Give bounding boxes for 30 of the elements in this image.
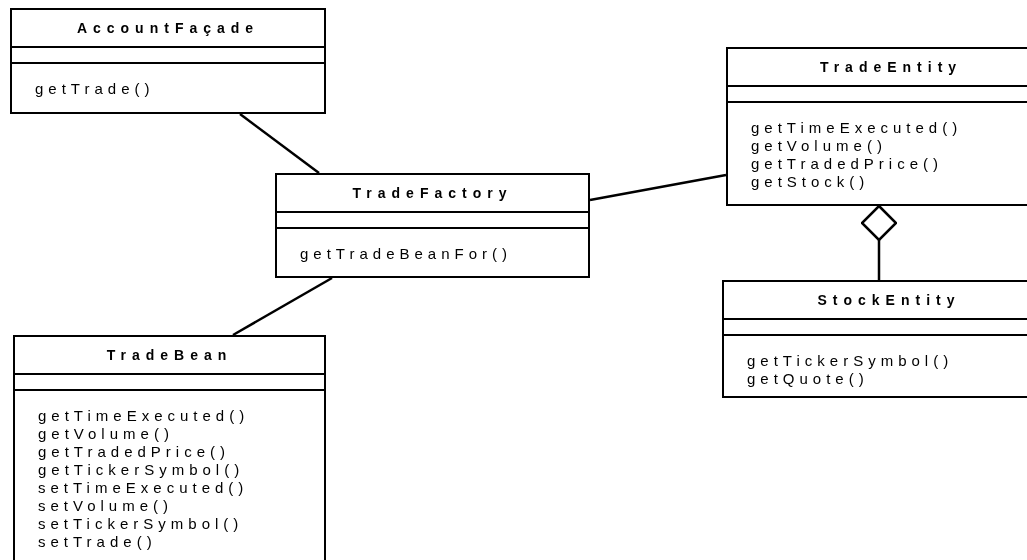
method-name: setTickerSymbol() (38, 515, 244, 533)
method-name: getVolume() (38, 425, 174, 443)
class-name: StockEntity (817, 292, 961, 308)
method-name: getTimeExecuted() (751, 119, 963, 137)
class-box (726, 47, 1027, 206)
class-box (275, 173, 590, 278)
association-line (232, 276, 333, 337)
class-box (10, 8, 326, 114)
method-name: getStock() (751, 173, 870, 191)
class-name: TradeFactory (352, 185, 513, 201)
method-name: getTickerSymbol() (747, 352, 954, 370)
aggregation-line (860, 204, 898, 280)
class-name: TradeEntity (819, 59, 963, 75)
method-name: setVolume() (38, 497, 174, 515)
method-name: setTrade() (38, 533, 157, 551)
association-line (589, 173, 727, 202)
association-line (239, 113, 320, 174)
method-name: getTradedPrice() (38, 443, 230, 461)
method-name: getVolume() (751, 137, 887, 155)
class-name: AccountFaçade (76, 20, 260, 36)
class-box (722, 280, 1027, 398)
method-name: getTrade() (35, 80, 155, 98)
method-name: getQuote() (747, 370, 869, 388)
method-name: setTimeExecuted() (38, 479, 249, 497)
method-name: getTradedPrice() (751, 155, 943, 173)
class-name: TradeBean (106, 347, 233, 363)
method-name: getTradeBeanFor() (300, 245, 512, 263)
method-name: getTimeExecuted() (38, 407, 250, 425)
class-box (13, 335, 326, 560)
method-name: getTickerSymbol() (38, 461, 245, 479)
